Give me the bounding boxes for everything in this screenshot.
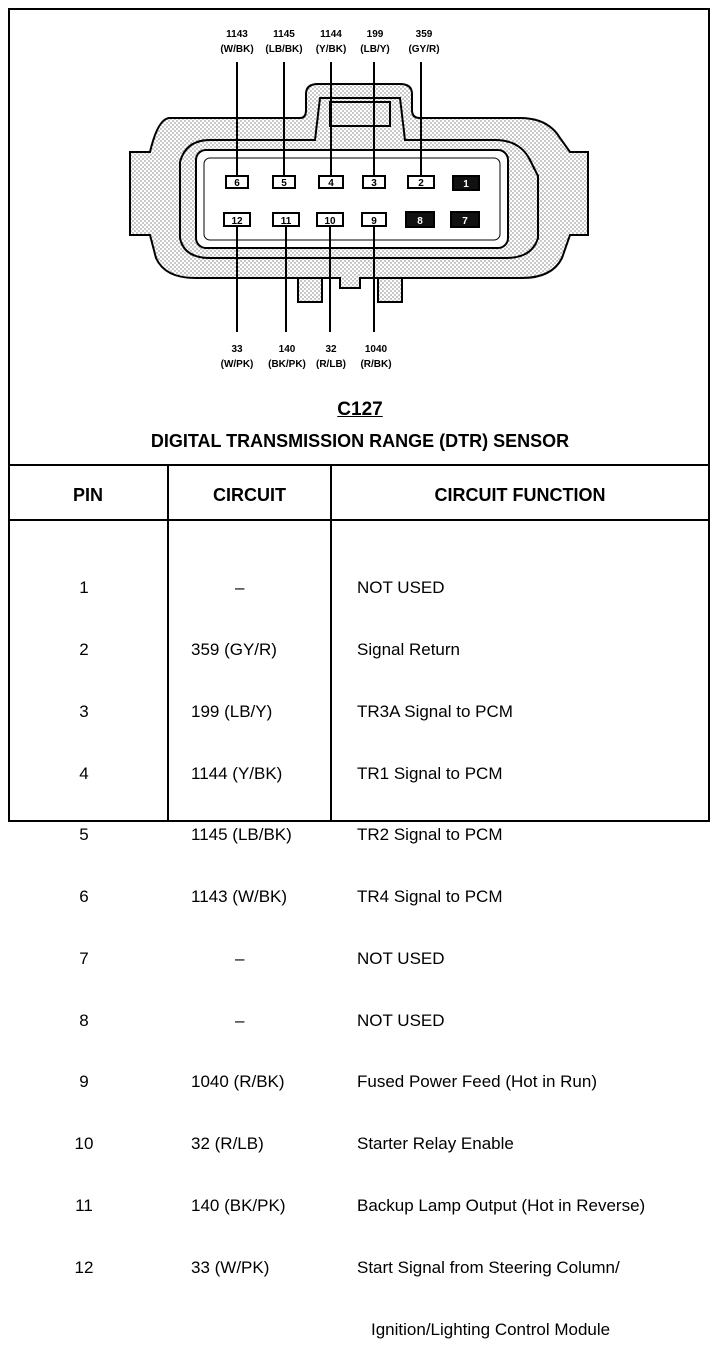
function-column: NOT USED Signal Return TR3A Signal to PC… [357, 537, 707, 1361]
svg-text:7: 7 [462, 216, 468, 227]
table-cell-function: TR3A Signal to PCM [357, 701, 513, 721]
wire-label-circuit: 140 [279, 344, 296, 355]
diagram-frame [8, 8, 710, 822]
wire-label-circuit: 359 [416, 29, 433, 40]
wire-label-circuit: 32 [325, 344, 337, 355]
svg-text:4: 4 [328, 178, 334, 189]
connector-tab-left [297, 277, 323, 303]
table-cell-function: NOT USED [357, 948, 445, 968]
table-cell-function: Start Signal from Steering Column/ [357, 1257, 620, 1277]
table-cell-function: TR2 Signal to PCM [357, 825, 503, 845]
table-cell-pin: 1 [79, 578, 89, 598]
svg-text:2: 2 [418, 178, 424, 189]
wire-label-circuit: 199 [367, 29, 384, 40]
table-cell-pin: 8 [79, 1010, 89, 1030]
header-circuit: CIRCUIT [213, 485, 286, 505]
table-cell-function: NOT USED [357, 578, 445, 598]
table-cell-circuit: – [235, 578, 245, 598]
pin-9: 9 [361, 212, 387, 227]
table-cell-function: Fused Power Feed (Hot in Run) [357, 1072, 597, 1092]
connector-id: C127 [337, 399, 383, 420]
connector-title: DIGITAL TRANSMISSION RANGE (DTR) SENSOR [150, 431, 570, 451]
table-cell-circuit: 1144 (Y/BK) [191, 763, 283, 783]
pin-5: 5 [272, 175, 296, 189]
wire-label-circuit: 1145 [273, 29, 295, 40]
svg-text:1: 1 [463, 179, 469, 190]
circuit-column: – 359 (GY/R) 199 (LB/Y) 1144 (Y/BK) 1145… [191, 537, 326, 1299]
header-pin: PIN [72, 485, 103, 505]
wire-label-color: (GY/R) [408, 44, 439, 55]
svg-text:8: 8 [417, 216, 423, 227]
table-cell-pin: 12 [74, 1257, 94, 1277]
table-cell-circuit: 199 (LB/Y) [191, 701, 273, 721]
table-cell-function: TR4 Signal to PCM [357, 887, 503, 907]
svg-text:9: 9 [371, 216, 377, 227]
table-cell-circuit: 33 (W/PK) [191, 1257, 270, 1277]
svg-text:10: 10 [324, 216, 336, 227]
table-cell-circuit: 140 (BK/PK) [191, 1196, 286, 1215]
table-column-divider [330, 465, 332, 821]
table-cell-pin: 4 [79, 763, 89, 783]
wire-label-color: (LB/Y) [360, 44, 389, 55]
table-cell-function: Signal Return [357, 639, 461, 659]
table-cell-pin: 7 [79, 948, 89, 968]
connector-tab-right [377, 277, 403, 303]
table-cell-function: TR1 Signal to PCM [357, 763, 503, 783]
svg-text:5: 5 [281, 178, 287, 189]
table-cell-circuit: 1143 (W/BK) [191, 887, 288, 907]
pin-11: 11 [272, 212, 300, 227]
table-top-border [9, 464, 709, 466]
pin-12: 12 [223, 212, 251, 227]
connector-diagram: 6 5 4 3 2 1 12 11 10 9 8 7 1143 (W/BK) 1… [129, 29, 589, 370]
table-cell-circuit: 32 (R/LB) [191, 1134, 264, 1154]
table-cell-function: Backup Lamp Output (Hot in Reverse) [357, 1196, 646, 1215]
table-cell-circuit: – [235, 1010, 245, 1030]
wire-label-color: (W/PK) [221, 359, 254, 370]
table-cell-pin: 3 [79, 701, 89, 721]
table-cell-function-continued: Ignition/Lighting Control Module [371, 1319, 611, 1339]
svg-text:12: 12 [231, 216, 243, 227]
table-cell-circuit: 359 (GY/R) [191, 639, 277, 659]
table-cell-circuit: – [235, 948, 245, 968]
wire-label-color: (Y/BK) [316, 44, 347, 55]
table-header-border [9, 519, 709, 521]
header-circuit-function: CIRCUIT FUNCTION [434, 485, 606, 505]
table-cell-circuit: 1040 (R/BK) [191, 1072, 285, 1092]
table-cell-pin: 11 [75, 1196, 93, 1215]
pin-4: 4 [318, 175, 344, 189]
pin-1: 1 [452, 175, 480, 191]
wire-label-circuit: 1144 [320, 29, 342, 40]
table-cell-function: Starter Relay Enable [357, 1134, 514, 1154]
table-cell-circuit: 1145 (LB/BK) [191, 825, 292, 845]
pin-2: 2 [407, 175, 435, 189]
svg-text:6: 6 [234, 178, 240, 189]
pin-8: 8 [405, 211, 435, 228]
table-cell-pin: 10 [74, 1134, 94, 1154]
wire-label-circuit: 33 [231, 344, 243, 355]
table-cell-pin: 6 [79, 887, 89, 907]
svg-text:3: 3 [371, 178, 377, 189]
table-column-divider [167, 465, 169, 821]
table-cell-pin: 5 [79, 825, 89, 845]
wire-label-color: (R/LB) [316, 359, 346, 370]
wire-label-color: (W/BK) [220, 44, 253, 55]
wire-label-circuit: 1143 [226, 29, 248, 40]
pin-10: 10 [316, 212, 344, 227]
wire-label-color: (LB/BK) [265, 44, 302, 55]
pin-6: 6 [225, 175, 249, 189]
wire-label-color: (BK/PK) [268, 359, 306, 370]
svg-text:11: 11 [281, 216, 292, 227]
pin-3: 3 [362, 175, 386, 189]
connector-shell [179, 97, 539, 259]
wire-label-color: (R/BK) [360, 359, 391, 370]
table-cell-function: NOT USED [357, 1010, 445, 1030]
pin-column: 1 2 3 4 5 6 7 8 9 10 11 12 [9, 537, 159, 1299]
pin-7: 7 [450, 211, 480, 228]
table-cell-pin: 9 [79, 1072, 89, 1092]
wire-label-circuit: 1040 [365, 344, 388, 355]
table-cell-pin: 2 [79, 639, 89, 659]
